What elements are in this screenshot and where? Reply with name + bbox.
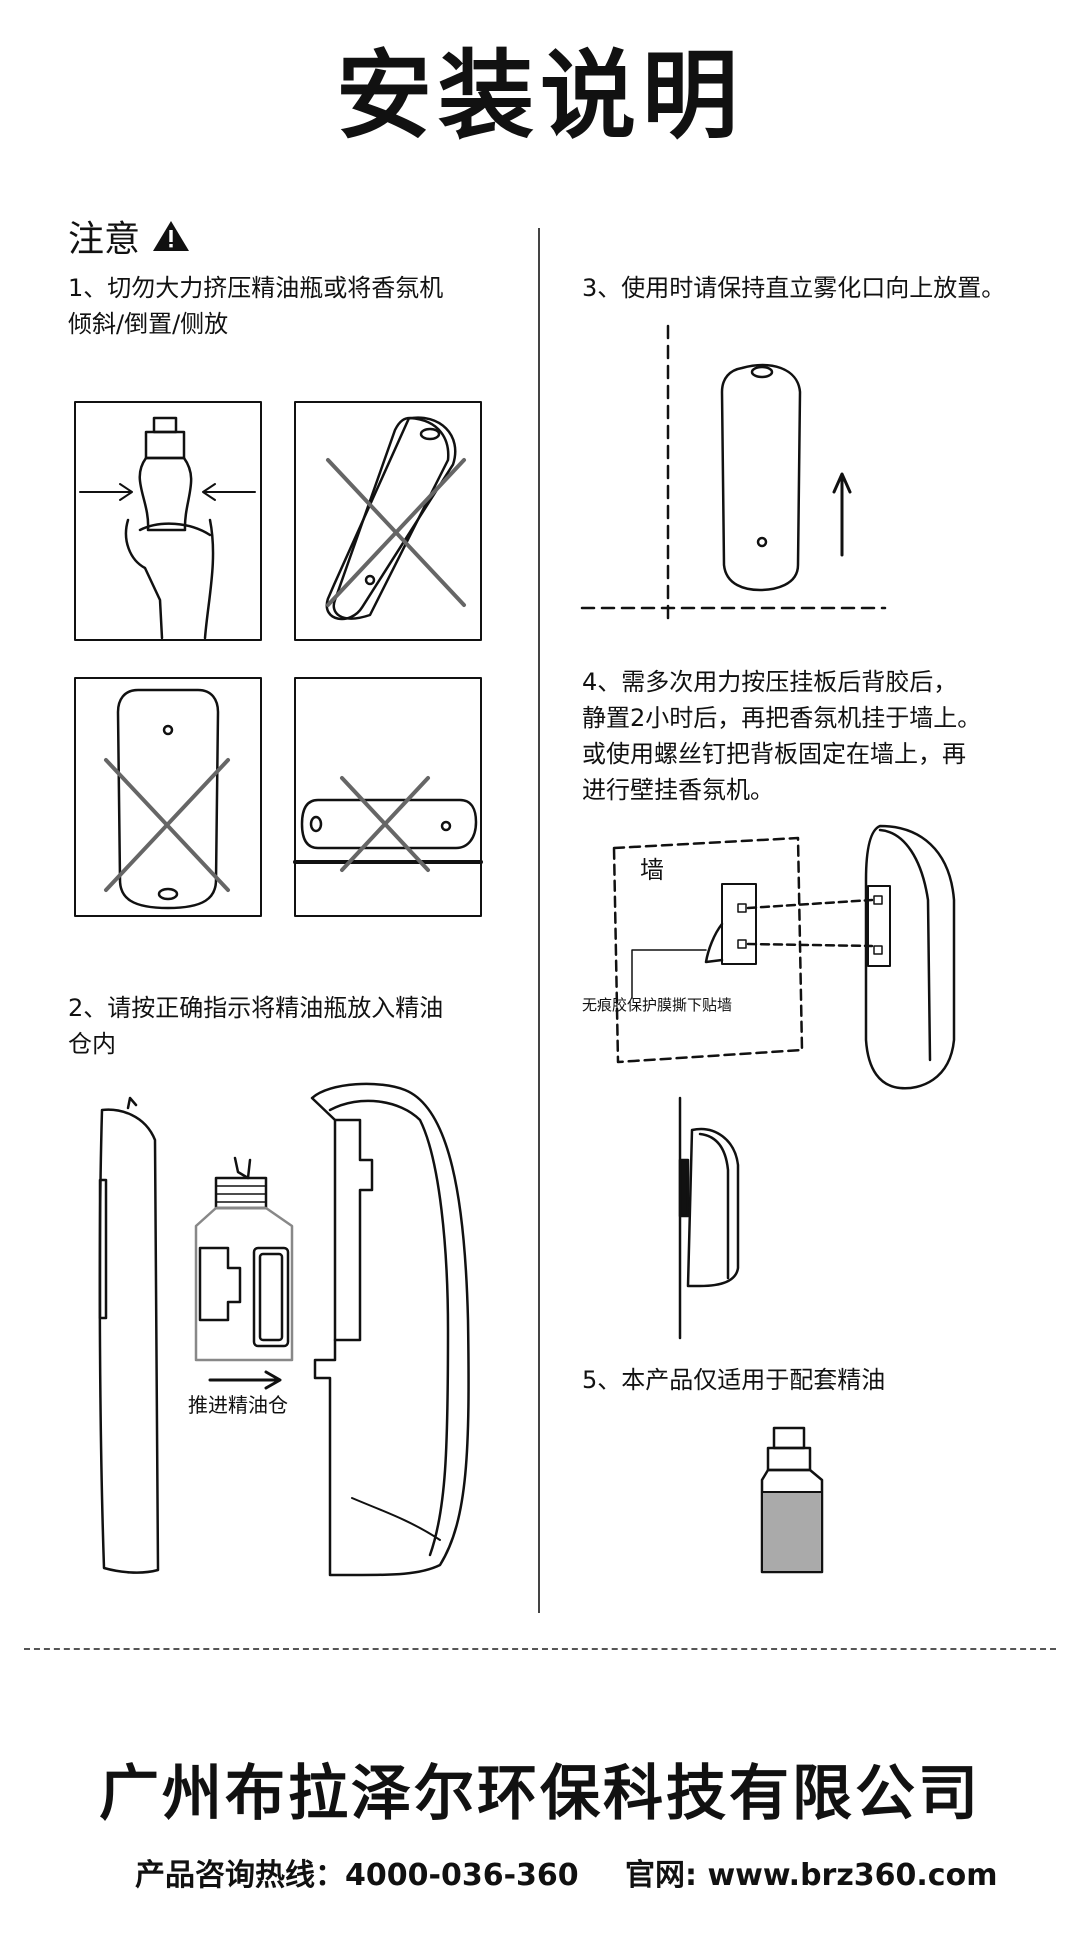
step-4-line-2: 静置2小时后，再把香氛机挂于墙上。 — [582, 704, 982, 732]
step-4-line-3: 或使用螺丝钉把背板固定在墙上，再 — [582, 740, 966, 768]
notice-heading-text: 注意 — [68, 219, 141, 260]
matching-oil-bottle-illustration — [760, 1426, 824, 1574]
step-5-line-1: 5、本产品仅适用于配套精油 — [582, 1366, 886, 1394]
squeeze-bottle-illustration — [74, 401, 262, 641]
footer-separator — [24, 1648, 1056, 1650]
page-title: 安装说明 — [336, 40, 744, 152]
step-2-line-2: 仓内 — [68, 1030, 116, 1058]
step-4-line-4: 进行壁挂香氛机。 — [582, 776, 774, 804]
tilted-device-illustration — [294, 401, 482, 641]
step-1-line-1: 1、切勿大力挤压精油瓶或将香氛机 — [68, 274, 444, 302]
sideways-device-illustration — [293, 677, 483, 917]
step-4-text: 4、需多次用力按压挂板后背胶后， 静置2小时后，再把香氛机挂于墙上。 或使用螺丝… — [582, 664, 981, 808]
warning-icon — [153, 221, 190, 251]
step-3-text: 3、使用时请保持直立雾化口向上放置。 — [582, 270, 1005, 306]
step-2-line-1: 2、请按正确指示将精油瓶放入精油 — [68, 994, 444, 1022]
wall-mount-illustration — [612, 824, 956, 1340]
column-divider — [538, 228, 540, 1613]
upright-device-illustration — [580, 324, 887, 627]
hotline: 产品咨询热线：4000-036-360 — [135, 1858, 579, 1893]
tape-label: 无痕胶保护膜撕下贴墙 — [582, 996, 732, 1014]
illustrations: 推进精油仓 墙 无痕胶保护膜撕下贴墙 — [74, 324, 956, 1577]
step-3-line-1: 3、使用时请保持直立雾化口向上放置。 — [582, 274, 1006, 302]
step-1-text: 1、切勿大力挤压精油瓶或将香氛机 倾斜/倒置/侧放 — [68, 270, 443, 342]
step-5-text: 5、本产品仅适用于配套精油 — [582, 1362, 885, 1398]
step-2-text: 2、请按正确指示将精油瓶放入精油 仓内 — [68, 990, 443, 1062]
company-name: 广州布拉泽尔环保科技有限公司 — [99, 1759, 981, 1829]
inverted-device-illustration — [74, 677, 262, 917]
step-4-line-1: 4、需多次用力按压挂板后背胶后， — [582, 668, 958, 696]
website: 官网: www.brz360.com — [625, 1858, 998, 1893]
oil-bottle-illustration — [194, 1156, 294, 1390]
notice-heading: 注意 — [68, 210, 190, 262]
step-1-line-2: 倾斜/倒置/侧放 — [68, 310, 229, 338]
push-label: 推进精油仓 — [188, 1393, 288, 1417]
wall-label: 墙 — [640, 856, 664, 884]
device-body-illustration — [310, 1082, 470, 1577]
device-cover-illustration — [98, 1096, 160, 1574]
